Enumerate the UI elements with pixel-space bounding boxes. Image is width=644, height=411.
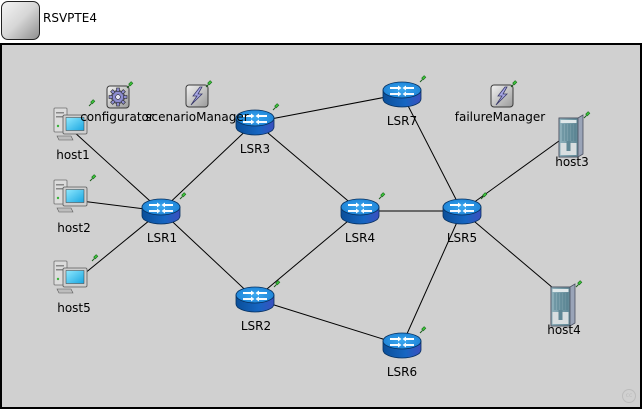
router-icon	[442, 198, 482, 225]
router-icon	[141, 198, 181, 225]
pin-icon	[419, 75, 427, 83]
node-label: host1	[56, 148, 90, 162]
pin-icon	[583, 111, 591, 119]
node-label: LSR2	[241, 319, 271, 333]
desktop-pc-icon	[53, 179, 88, 213]
link-LSR1-LSR2[interactable]	[160, 210, 256, 300]
link-LSR2-LSR6[interactable]	[254, 298, 403, 346]
node-label: configurator	[80, 110, 154, 124]
link-LSR1-LSR3[interactable]	[160, 121, 256, 212]
link-LSR7-LSR5[interactable]	[401, 93, 463, 212]
node-label: LSR5	[447, 231, 477, 245]
cc-icon: cc	[622, 389, 636, 403]
module-header: RSVPTE4	[0, 0, 644, 44]
link-host5-LSR1[interactable]	[72, 210, 162, 284]
node-label: LSR4	[345, 231, 375, 245]
link-LSR5-host4[interactable]	[461, 210, 567, 300]
node-label: LSR3	[240, 142, 270, 156]
lightning-icon	[185, 84, 209, 108]
pin-icon	[205, 80, 213, 88]
pin-icon	[575, 280, 583, 288]
link-LSR6-LSR5[interactable]	[401, 210, 463, 346]
links	[72, 93, 571, 346]
node-LSR3[interactable]: LSR3	[235, 103, 280, 156]
pin-icon	[480, 192, 488, 200]
pin-icon	[179, 192, 187, 200]
router-icon	[382, 81, 422, 108]
node-label: LSR7	[387, 114, 417, 128]
node-label: host3	[555, 155, 589, 169]
pin-icon	[510, 80, 518, 88]
node-label: failureManager	[455, 110, 546, 124]
pin-icon	[89, 174, 97, 182]
node-LSR2[interactable]: LSR2	[235, 280, 281, 333]
desktop-pc-icon	[53, 260, 88, 294]
server-icon	[558, 114, 584, 158]
node-label: LSR6	[387, 365, 417, 379]
router-icon	[235, 286, 275, 313]
node-LSR4[interactable]: LSR4	[340, 192, 386, 245]
pin-icon	[419, 326, 427, 334]
lightning-icon	[490, 84, 514, 108]
node-host4[interactable]: host4	[547, 280, 583, 337]
node-scenarioManager[interactable]: scenarioManager	[145, 80, 249, 124]
node-LSR1[interactable]: LSR1	[141, 192, 187, 245]
pin-icon	[378, 192, 386, 200]
node-failureManager[interactable]: failureManager	[455, 80, 546, 124]
node-label: host2	[57, 221, 91, 235]
router-icon	[382, 332, 422, 359]
node-configurator[interactable]: configurator	[80, 81, 154, 124]
link-LSR2-LSR4[interactable]	[254, 210, 361, 300]
node-label: scenarioManager	[145, 110, 248, 124]
node-host5[interactable]: host5	[53, 254, 99, 315]
node-LSR7[interactable]: LSR7	[382, 75, 427, 128]
node-host3[interactable]: host3	[555, 111, 591, 169]
server-icon	[550, 283, 576, 327]
link-LSR5-host3[interactable]	[461, 132, 571, 212]
pin-icon	[126, 81, 134, 89]
gear-icon	[106, 85, 130, 109]
pin-icon	[273, 280, 281, 288]
pin-icon	[272, 103, 280, 111]
node-host2[interactable]: host2	[53, 174, 97, 235]
pin-icon	[88, 99, 96, 107]
node-label: LSR1	[147, 231, 177, 245]
node-label: host5	[57, 301, 91, 315]
link-host1-LSR1[interactable]	[72, 130, 162, 212]
node-LSR5[interactable]: LSR5	[442, 192, 488, 245]
node-host1[interactable]: host1	[53, 99, 96, 162]
link-LSR3-LSR7[interactable]	[254, 93, 403, 123]
pin-icon	[91, 254, 99, 262]
link-LSR3-LSR4[interactable]	[254, 121, 361, 212]
node-LSR6[interactable]: LSR6	[382, 326, 427, 379]
node-label: host4	[547, 323, 581, 337]
router-icon	[340, 198, 380, 225]
module-title: RSVPTE4	[43, 11, 97, 25]
compound-module-icon[interactable]	[1, 1, 40, 40]
